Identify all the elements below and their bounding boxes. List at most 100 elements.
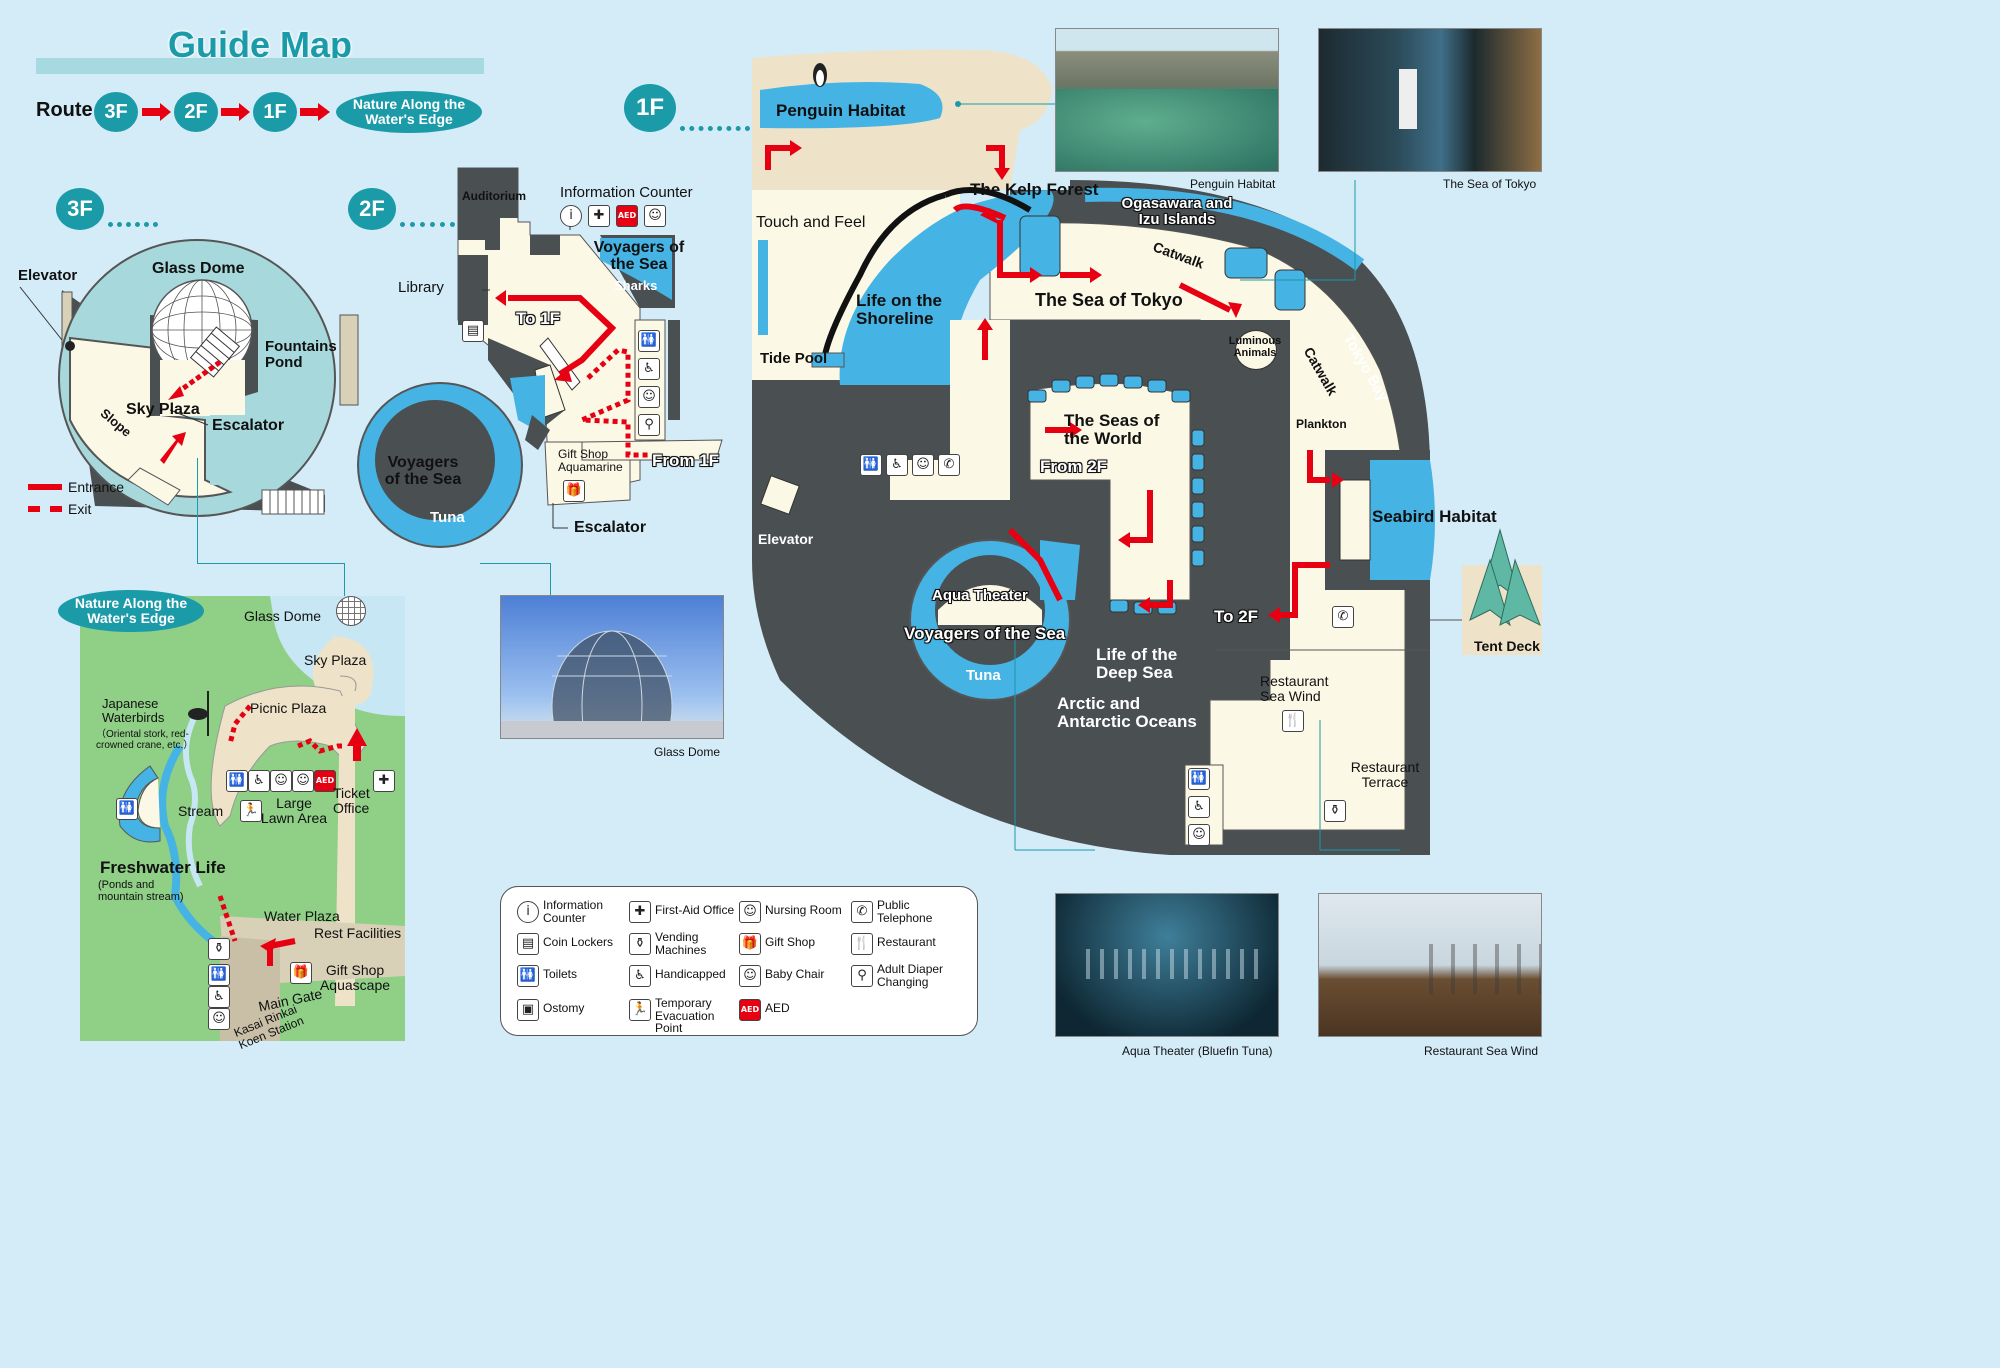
entrance-label: Entrance [68,479,125,495]
gift-shop-icon: 🎁 [739,933,761,955]
label-2f-voyagers: Voyagers of the Sea [593,239,685,273]
diaper-icon: ⚲ [638,414,660,436]
baby-chair-icon: ☺ [1188,824,1210,846]
label-1f-tide-pool: Tide Pool [760,350,828,367]
legend-label: Baby Chair [765,967,825,981]
label-1f-arctic: Arctic and Antarctic Oceans [1057,694,1197,731]
toilet-icon: 🚻 [1188,768,1210,790]
label-nature-gift: Gift Shop Aquascape [319,962,391,993]
label-1f-seabird: Seabird Habitat [1372,507,1497,526]
nursing-room-icon: ☺ [292,770,314,792]
label-2f-voyagers-tuna: Voyagers of the Sea [384,454,462,488]
label-1f-touch-feel: Touch and Feel [756,214,866,231]
connector-3f-nature-h [197,563,345,564]
label-2f-library: Library [398,279,444,296]
label-1f-tuna: Tuna [966,667,1001,684]
label-nature-ticket: Ticket Office [333,785,370,816]
page-title: Guide Map [168,24,353,65]
legend-label: Coin Lockers [543,935,614,949]
legend-label: Restaurant [877,935,936,949]
restaurant-icon: 🍴 [851,933,873,955]
toilet-icon: 🚻 [116,798,138,820]
baby-chair-icon: ☺ [912,454,934,476]
evacuation-icon: 🏃 [240,800,262,822]
label-1f-tent-deck: Tent Deck [1474,638,1540,654]
icons-2f-right: 🚻 ♿ ☺ ⚲ [638,330,662,440]
nature-badge: Nature Along the Water's Edge [58,590,204,632]
first-aid-icon: ✚ [588,205,610,227]
connector-2f-photo [480,563,550,564]
label-1f-luminous: Luminous Animals [1228,335,1282,359]
legend-label: Gift Shop [765,935,816,949]
vending-icon: ⚱ [1324,800,1346,822]
label-nature-waterbirds-sub: （Oriental stork, red-crowned crane, etc.… [96,729,194,751]
legend-label: Vending Machines [655,930,707,957]
info-icon: i [517,901,539,923]
evacuation-icon: 🏃 [629,999,651,1021]
label-2f-gift-shop: Gift Shop Aquamarine [558,447,623,474]
toilet-icon: 🚻 [208,964,230,986]
label-2f-tuna: Tuna [430,509,465,526]
toilet-icon: 🚻 [226,770,248,792]
toilet-icon: 🚻 [860,454,882,476]
baby-chair-icon: ☺ [270,770,292,792]
locker-icon: ▤ [517,933,539,955]
photo-restaurant [1318,893,1542,1037]
first-aid-icon: ✚ [629,901,651,923]
exit-line [28,506,62,512]
nature-icons-row: 🚻 ♿ ☺ ☺ AED [226,770,336,792]
label-2f-from-1f: From 1F [652,451,720,470]
label-1f-voyagers: Voyagers of the Sea [904,624,1066,643]
label-1f-deep-sea: Life of the Deep Sea [1096,645,1178,682]
legend-label: Information Counter [543,898,604,925]
diaper-icon: ⚲ [851,965,873,987]
wheelchair-icon: ♿ [638,358,660,380]
nursing-room-icon: ☺ [739,901,761,923]
gift-shop-icon: 🎁 [290,962,312,984]
restaurant-icon: 🍴 [1282,710,1304,732]
connector-2f-photo-v [550,563,551,595]
icons-1f-bottom: 🚻 ♿ ☺ [1188,768,1212,858]
caption-glass-dome: Glass Dome [654,745,721,759]
aed-icon: AED [739,999,761,1021]
label-2f-auditorium: Auditorium [462,189,526,203]
legend-label: Temporary Evacuation Point [655,996,715,1036]
label-1f-sea-tokyo: The Sea of Tokyo [1035,290,1183,310]
label-1f-seas-world: The Seas of the World [1064,411,1160,448]
label-1f-kelp: The Kelp Forest [970,180,1099,199]
legend-label: Toilets [543,967,578,981]
wheelchair-icon: ♿ [208,986,230,1008]
telephone-icon: ✆ [1332,606,1354,628]
label-nature-waterbirds: Japanese Waterbirds [102,696,165,725]
floor-badge-3f: 3F [56,188,104,230]
label-1f-to-2f: To 2F [1214,607,1259,626]
label-nature-lawn: Large Lawn Area [260,795,328,826]
floor-badge-1f: 1F [624,84,676,132]
legend-label: AED [765,1001,790,1015]
label-nature-stream: Stream [178,803,224,819]
label-nature-water-plaza: Water Plaza [264,908,340,924]
label-3f-glass-dome: Glass Dome [152,260,245,277]
vending-icon: ⚱ [629,933,651,955]
label-3f-sky-plaza: Sky Plaza [126,401,200,418]
route-step-nature: Nature Along the Water's Edge [336,91,482,133]
label-2f-escalator: Escalator [574,519,647,536]
label-nature-rest: Rest Facilities [314,925,402,941]
route-step-2f: 2F [174,92,218,132]
label-nature-sky-plaza: Sky Plaza [304,652,367,668]
label-1f-aqua-theater: Aqua Theater [932,587,1028,604]
nature-icons-col: ⚱ 🚻 ♿ ☺ [208,938,230,1030]
label-nature-freshwater: Freshwater Life [100,858,226,877]
ostomy-icon: ▣ [517,999,539,1021]
wheelchair-icon: ♿ [629,965,651,987]
label-2f-sharks: Sharks [614,278,658,293]
map-2f [357,167,723,548]
route-step-1f: 1F [253,92,297,132]
connector-3f-nature [197,458,198,564]
telephone-icon: ✆ [851,901,873,923]
aed-icon: AED [314,770,336,792]
legend-label: Ostomy [543,1001,585,1015]
wheelchair-icon: ♿ [1188,796,1210,818]
route-label: Route [36,99,93,121]
telephone-icon: ✆ [938,454,960,476]
